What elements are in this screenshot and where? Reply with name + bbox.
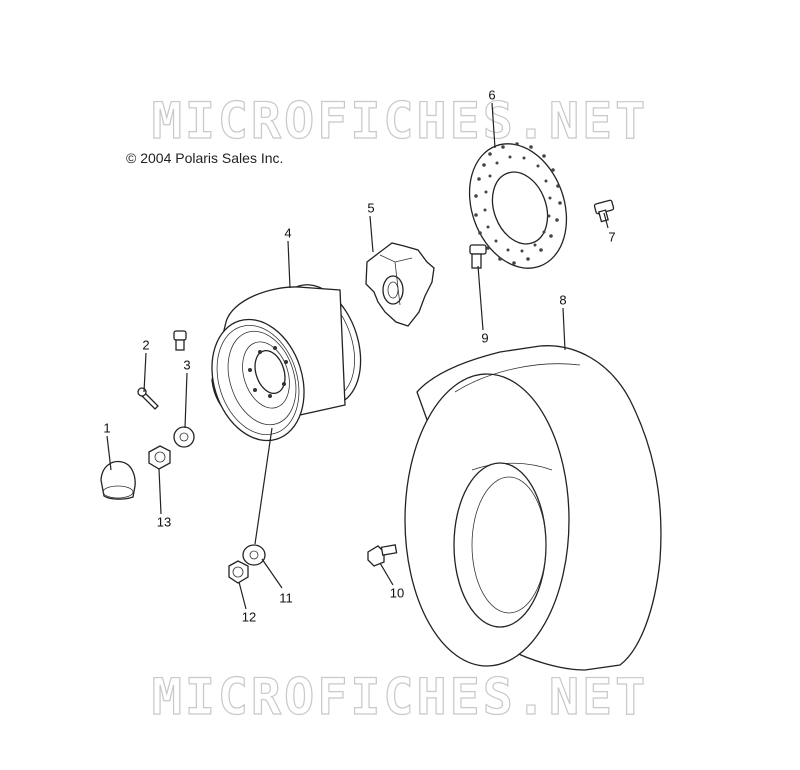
cotter-pin [137,387,159,410]
callout-4: 4 [284,225,292,241]
castle-nut [148,445,171,470]
callout-2: 2 [142,337,150,353]
watermark-bottom: MICROFICHES.NET [151,667,649,726]
copyright-notice: © 2004 Polaris Sales Inc. [126,150,284,166]
hub-cap [100,460,136,500]
tire [404,345,662,671]
watermark-top: MICROFICHES.NET [151,91,649,150]
wheel-stud [367,544,398,567]
valve-stem [173,330,187,351]
callout-10: 10 [389,585,405,601]
callout-1: 1 [103,420,111,436]
hub-bolt [469,244,487,269]
callout-9: 9 [481,330,489,346]
disc-bolt [593,199,615,223]
callout-12: 12 [241,609,257,625]
leader-lines [106,102,609,610]
callout-8: 8 [559,292,567,308]
brake-disc [468,142,568,269]
lug-nut [228,560,249,584]
wheel-rim [211,284,362,442]
callout-6: 6 [488,87,496,103]
wheel-hub [365,242,435,327]
callout-3: 3 [183,357,191,373]
callout-7: 7 [608,229,616,245]
washer-11 [242,544,266,566]
callout-5: 5 [367,200,375,216]
callout-13: 13 [156,514,172,530]
callout-11: 11 [279,590,293,606]
washer-3 [173,426,195,448]
